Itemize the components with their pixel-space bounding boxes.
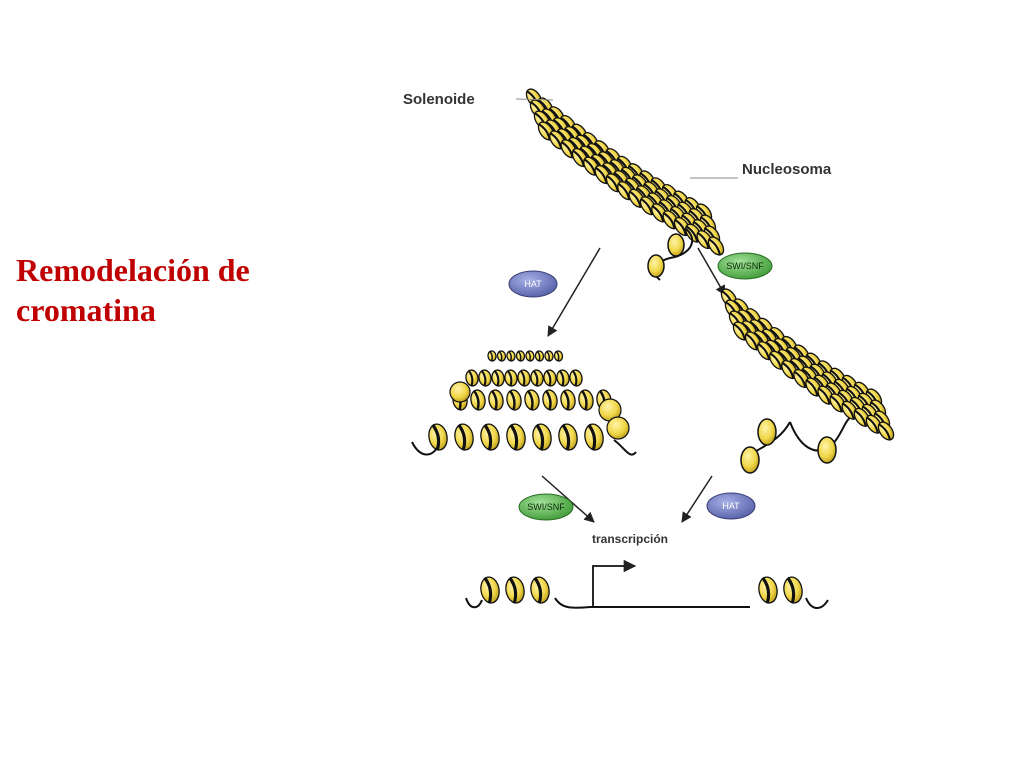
nucleosome-bead (532, 423, 552, 451)
nucleosome-bead (470, 389, 486, 411)
swi-snf-enzyme-badge-left: SWI/SNF (518, 493, 574, 521)
nucleosome-bead (744, 331, 762, 351)
nucleosome-bead (491, 369, 505, 387)
solenoid-fiber-top (525, 88, 725, 256)
swi-snf-label-left: SWI/SNF (527, 502, 565, 512)
nucleosome-bead (877, 421, 895, 441)
nucleosome-bead (578, 389, 594, 411)
hat-label-right: HAT (722, 501, 740, 511)
nucleosome-bead (478, 369, 492, 387)
transcription-start-arrow (592, 559, 637, 607)
nucleosome-bead (525, 350, 535, 362)
nucleosome-bead (853, 407, 871, 427)
nucleosome-bead (517, 369, 531, 387)
arrow-to-remodeled (697, 247, 726, 296)
nucleosome-bead (805, 377, 822, 397)
remodeled-fiber-right (720, 288, 895, 441)
solenoid-label: Solenoide (403, 91, 475, 108)
hat-label-left: HAT (524, 279, 542, 289)
nucleosome-bead (841, 400, 858, 420)
nucleosome-bead (556, 369, 570, 387)
nucleosome-bead (543, 369, 557, 387)
acetylated-inner-row (452, 389, 612, 411)
acetylated-mid-row (465, 369, 583, 387)
nucleosome-bead (480, 576, 500, 604)
remodeled-fiber-loop (740, 417, 851, 474)
nucleosome-bead (758, 576, 778, 604)
nucleosome-bead (732, 321, 750, 341)
nucleosome-bead (488, 389, 504, 411)
acetylated-back-row (487, 350, 564, 362)
arrow-to-acetylated (547, 247, 601, 337)
nucleosome-bead (756, 341, 774, 361)
slide-title-line-1: Remodelación de (16, 252, 250, 288)
open-chromatin-dna (465, 576, 829, 609)
hat-enzyme-badge-right: HAT (706, 492, 756, 520)
nucleosome-bead (530, 576, 550, 604)
nucleosome-bead (534, 350, 545, 362)
nucleosome-bead (560, 389, 576, 411)
nucleosome-label: Nucleosoma (742, 161, 832, 178)
bottom-right-nucleosomes (758, 576, 803, 604)
swi-snf-label-right: SWI/SNF (726, 261, 764, 271)
nucleosome-bead (515, 350, 526, 362)
hat-enzyme-badge-left: HAT (508, 270, 558, 298)
nucleosome-bead (506, 350, 516, 362)
nucleosome-bead (558, 423, 578, 451)
acetylated-front-row (428, 423, 604, 451)
slide-title: Remodelación de cromatina (16, 250, 336, 330)
solenoid-leader-line (515, 98, 554, 101)
nucleosome-bead (542, 389, 558, 411)
arrow-right-to-transcription (681, 475, 713, 523)
nucleosome-bead (496, 350, 507, 362)
nucleosome-bead (553, 350, 564, 362)
nucleosome-bead (544, 350, 554, 362)
transcription-label: transcripción (592, 532, 668, 546)
top-fiber-tail (647, 227, 694, 281)
nucleosome-bead (707, 236, 725, 256)
nucleosome-bead (530, 369, 544, 387)
nucleosome-bead (454, 423, 474, 451)
nucleosome-bead (505, 576, 525, 604)
nucleosome-bead (524, 389, 540, 411)
nucleosome-bead (506, 389, 522, 411)
slide-title-line-2: cromatina (16, 292, 156, 328)
nucleosome-bead (865, 414, 883, 434)
swi-snf-enzyme-badge-right: SWI/SNF (717, 252, 773, 280)
acetylated-chromatin (411, 350, 637, 456)
nucleosome-bead (584, 423, 604, 451)
nucleosome-bead (506, 423, 526, 451)
nucleosome-bead (487, 350, 497, 362)
nucleosome-bead (480, 423, 500, 451)
nucleosome-bead (465, 369, 479, 387)
bottom-left-nucleosomes (480, 576, 550, 604)
nucleosome-bead (504, 369, 518, 387)
nucleosome-bead (783, 576, 803, 604)
nucleosome-bead (569, 369, 583, 387)
